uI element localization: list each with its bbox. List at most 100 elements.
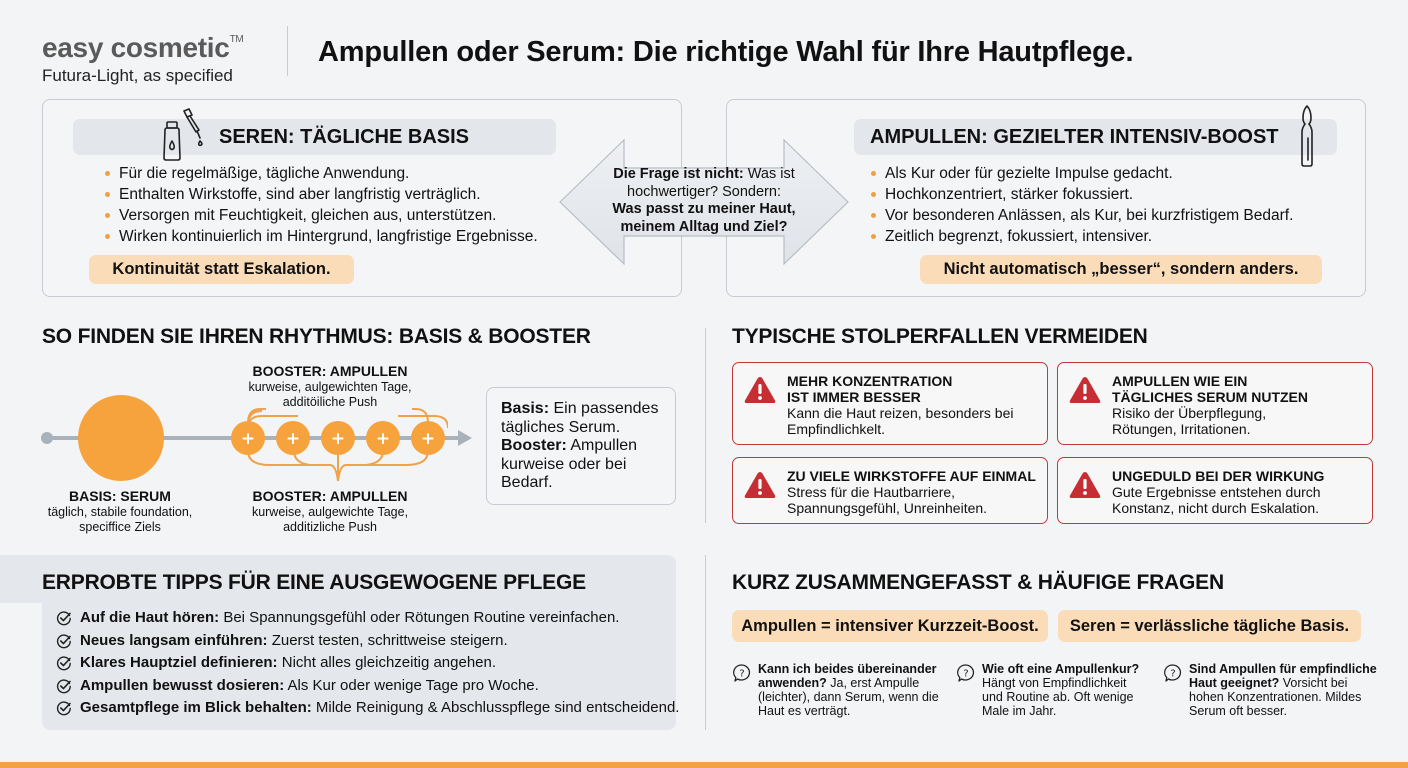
booster-desc: kurweise, aulgewichten Tage, (248, 380, 412, 394)
svg-text:?: ? (739, 669, 744, 680)
booster-top-bracket (248, 415, 448, 429)
tip-item: Klares Hauptziel definieren: Nicht alles… (56, 652, 679, 675)
warning-icon (744, 472, 776, 498)
section-divider (705, 555, 706, 730)
section-divider (705, 328, 706, 523)
svg-text:+: + (241, 429, 255, 449)
question-rest: Was ist hochwertiger? Sondern: (627, 166, 795, 200)
check-circle-icon (56, 634, 71, 649)
ampullen-bullet-list: Als Kur oder für gezielte Impulse gedach… (869, 163, 1293, 247)
summary-pill-ampullen: Ampullen = intensiver Kurzzeit-Boost. (732, 610, 1048, 642)
double-arrow-shape (559, 138, 849, 266)
pitfalls-section-title: TYPISCHE STOLPERFALLEN VERMEIDEN (732, 325, 1148, 348)
pitfall-text: Risiko der Überpflegung, Rötungen, Irrit… (1112, 405, 1267, 437)
faq-answer: Vorsicht bei hohen Konzentrationen. Mild… (1189, 676, 1362, 718)
booster-bottom-label: BOOSTER: AMPULLEN kurweise, aulgewichte … (230, 488, 430, 535)
question-bubble-icon: ? (733, 664, 751, 682)
tips-panel (42, 555, 676, 730)
question-key: Was passt zu meiner Haut, meinem Alltag … (612, 201, 796, 235)
faq-answer: Ja, erst Ampulle (leichter), dann Serum,… (758, 676, 939, 718)
brand-name-text: easy cosmetic (42, 32, 230, 63)
list-item: Enthalten Wirkstoffe, sind aber langfris… (103, 184, 538, 205)
tip-text: Nicht alles gleichzeitig angehen. (277, 654, 497, 671)
tip-label: Neues langsam einführen: (80, 631, 268, 649)
summary-pill-seren: Seren = verlässliche tägliche Basis. (1058, 610, 1361, 642)
svg-text:+: + (376, 429, 390, 449)
info-booster-label: Booster: (501, 437, 567, 454)
tip-item: Ampullen bewusst dosieren: Als Kur oder … (56, 675, 679, 698)
warning-icon (744, 377, 776, 403)
bottom-accent-bar (0, 762, 1408, 768)
tip-item: Auf die Haut hören: Bei Spannungsgefühl … (56, 607, 679, 630)
tip-text: Als Kur oder wenige Tage pro Woche. (284, 676, 539, 694)
faq-item: ? Sind Ampullen für empfindliche Haut ge… (1163, 662, 1378, 718)
svg-text:?: ? (1170, 669, 1175, 680)
booster-label-title: BOOSTER: AMPULLEN (252, 488, 408, 504)
booster-top-label: BOOSTER: AMPULLEN kurweise, aulgewichten… (230, 363, 430, 410)
svg-text:?: ? (963, 669, 968, 680)
list-item: Wirken kontinuierlich im Hintergrund, la… (103, 226, 538, 247)
list-item: Hochkonzentriert, stärker fokussiert. (869, 184, 1293, 205)
seren-bullet-list: Für die regelmäßige, tägliche Anwendung.… (103, 163, 538, 247)
info-basis-label: Basis: (501, 400, 550, 417)
tip-text: Zuerst testen, schrittweise steigern. (267, 631, 508, 649)
ampullen-card-title: AMPULLEN: GEZIELTER INTENSIV-BOOST (854, 119, 1337, 155)
pitfall-card: AMPULLEN WIE EIN TÄGLICHES SERUM NUTZEN … (1057, 362, 1373, 445)
faq-question: Sind Ampullen für empfindliche Haut geei… (1189, 662, 1377, 690)
question-bubble-icon: ? (1164, 664, 1182, 682)
brand-logo: easy cosmeticTM Futura-Light, as specifi… (42, 32, 244, 86)
ampullen-highlight: Nicht automatisch „besser“, sondern ande… (920, 255, 1322, 284)
basis-serum-circle (78, 395, 164, 481)
summary-section-title: KURZ ZUSAMMENGEFASST & HÄUFIGE FRAGEN (732, 571, 1224, 594)
ampoule-icon (1301, 105, 1313, 167)
pitfall-text: Stress für die Hautbarriere, Spannungsge… (787, 484, 988, 516)
svg-text:+: + (331, 429, 345, 449)
check-circle-icon (56, 679, 71, 694)
booster-label-title: BOOSTER: AMPULLEN (252, 363, 408, 379)
list-item: Als Kur oder für gezielte Impulse gedach… (869, 163, 1293, 184)
booster-desc: kurweise, aulgewichte Tage, (251, 505, 409, 519)
tip-label: Auf die Haut hören: (80, 609, 220, 626)
check-circle-icon (56, 611, 71, 626)
brand-subtitle: Futura-Light, as specified (42, 66, 233, 85)
pitfall-title: AMPULLEN WIE EIN TÄGLICHES SERUM NUTZEN (1112, 373, 1308, 405)
faq-question: Kann ich beides übereinander anwenden? (758, 662, 937, 690)
pitfall-title: UNGEDULD BEI DER WIRKUNG (1112, 468, 1325, 484)
trademark: TM (229, 34, 244, 45)
rhythm-info-box: Basis: Ein passendes tägliches Serum. Bo… (486, 387, 676, 505)
warning-icon (1069, 472, 1101, 498)
tip-item: Neues langsam einführen: Zuerst testen, … (56, 630, 679, 653)
list-item: Versorgen mit Feuchtigkeit, gleichen aus… (103, 205, 538, 226)
booster-dots: +++++ (231, 421, 445, 455)
seren-card-title: SEREN: TÄGLICHE BASIS (73, 119, 556, 155)
rhythm-timeline: +++++ (41, 395, 472, 482)
tips-list: Auf die Haut hören: Bei Spannungsgefühl … (56, 607, 679, 720)
basis-label-title: BASIS: SERUM (69, 488, 171, 504)
basis-desc: täglich, stabile foundation, (47, 505, 193, 519)
pitfall-card: ZU VIELE WIRKSTOFFE AUF EINMAL Stress fü… (732, 457, 1048, 524)
question-lead: Die Frage ist nicht: (613, 166, 744, 182)
tip-label: Ampullen bewusst dosieren: (80, 676, 285, 694)
warning-icon (1069, 377, 1101, 403)
ampullen-card: AMPULLEN: GEZIELTER INTENSIV-BOOST Als K… (726, 99, 1366, 297)
tips-section-title: ERPROBTE TIPPS FÜR EINE AUSGEWOGENE PFLE… (42, 571, 586, 594)
page-title: Ampullen oder Serum: Die richtige Wahl f… (318, 36, 1134, 68)
pitfall-text: Gute Ergebnisse entstehen durch Konstanz… (1112, 484, 1321, 516)
info-basis-text: Ein passendes tägliches Serum. (501, 400, 659, 436)
svg-text:+: + (421, 429, 435, 449)
seren-highlight: Kontinuität statt Eskalation. (89, 255, 354, 284)
pitfall-card: UNGEDULD BEI DER WIRKUNG Gute Ergebnisse… (1057, 457, 1373, 524)
basis-desc: speciffice Ziels (79, 520, 161, 534)
faq-answer: Hängt von Empfindlichkeit und Routine ab… (982, 676, 1134, 718)
brand-name: easy cosmeticTM (42, 32, 244, 64)
faq-item: ? Kann ich beides übereinander anwenden?… (732, 662, 942, 718)
booster-desc: additizliche Push (283, 520, 377, 534)
check-circle-icon (56, 701, 71, 716)
info-booster-text: Ampullen kurweise oder bei Bedarf. (501, 437, 638, 491)
faq-item: ? Wie oft eine Ampullenkur? Hängt von Em… (956, 662, 1146, 718)
tip-item: Gesamtpflege im Blick behalten: Milde Re… (56, 697, 679, 720)
faq-question: Wie oft eine Ampullenkur? (982, 662, 1140, 676)
tip-text: Bei Spannungsgefühl oder Rötungen Routin… (219, 609, 620, 626)
pitfall-title: MEHR KONZENTRATION IST IMMER BESSER (787, 373, 953, 405)
tip-label: Klares Hauptziel definieren: (80, 654, 278, 671)
